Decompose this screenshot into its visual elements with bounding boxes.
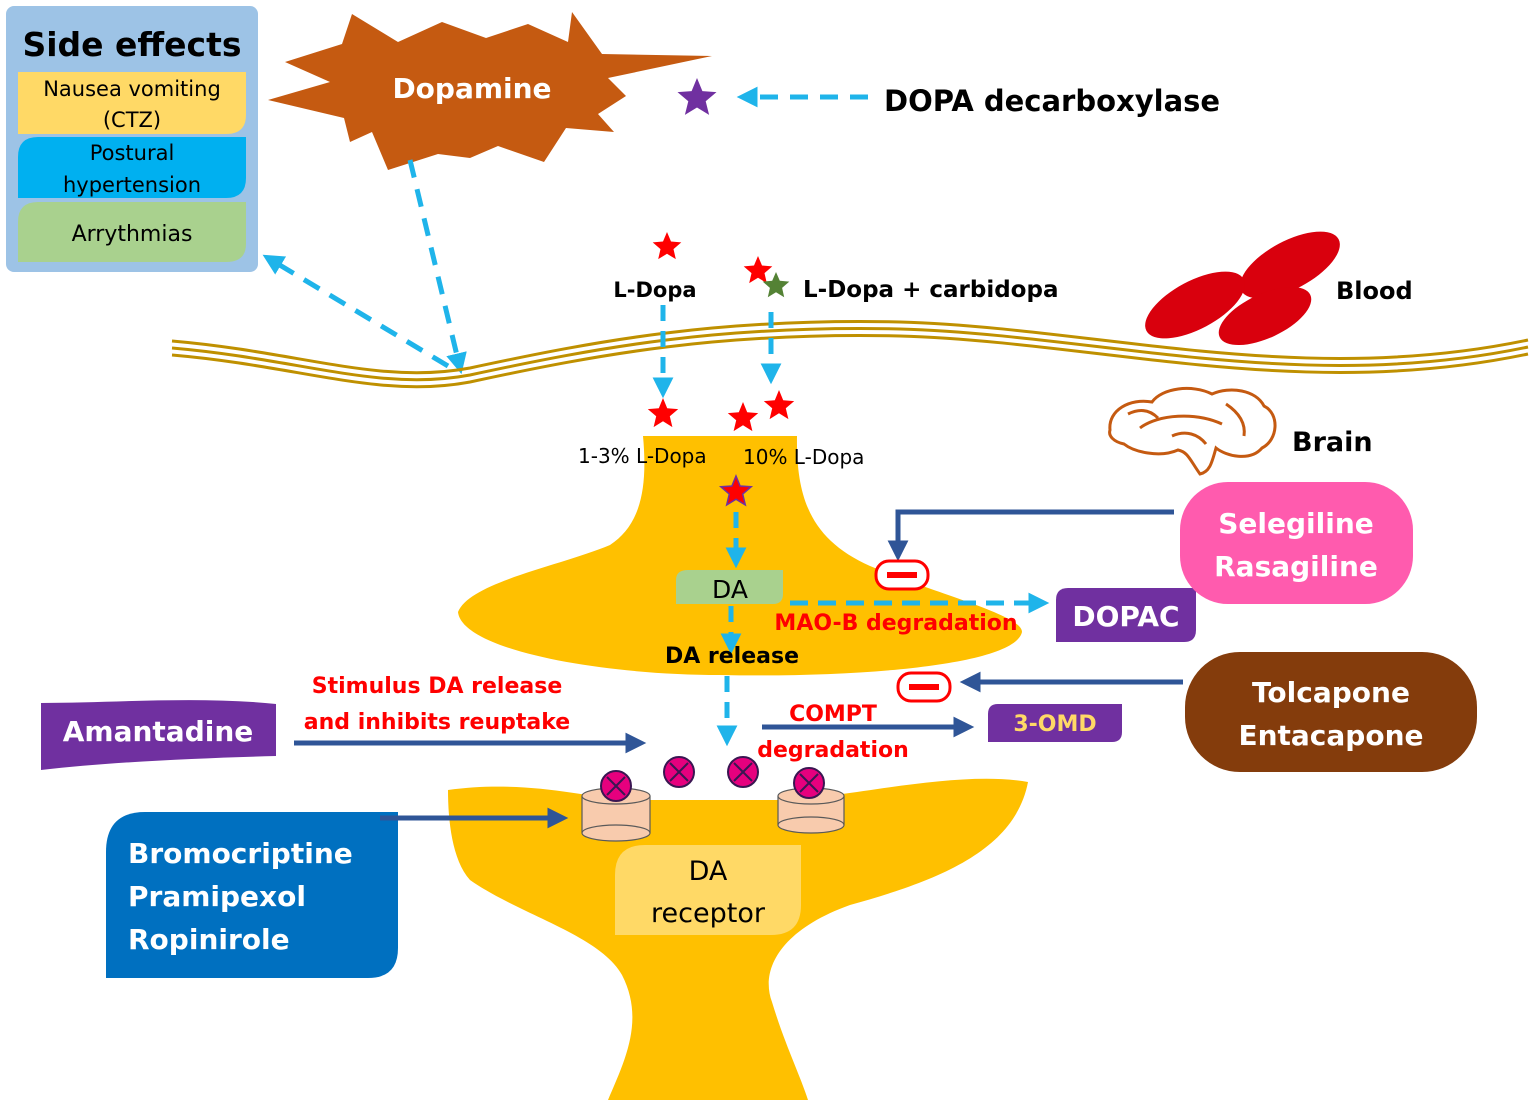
side-effect-arrythmias-box: [18, 202, 246, 262]
side-effect-postural-line2: hypertension: [63, 173, 201, 197]
percent-1-3-value: 1-3%: [578, 444, 630, 468]
red-star-icon: [647, 398, 679, 428]
pramipexol-label: Pramipexol: [128, 880, 306, 913]
stimulus-label-line1: Stimulus DA release: [312, 674, 563, 699]
percent-10-name: L-Dopa: [787, 445, 864, 469]
amantadine-banner: [41, 700, 276, 770]
side-effects-panel: Side effects Nausea vomiting (CTZ) Postu…: [6, 6, 258, 272]
selegiline-box: [1180, 482, 1413, 604]
selegiline-inhibition-arrow: [887, 509, 1174, 562]
brain-icon: [1108, 387, 1277, 476]
stimulus-label-line2: and inhibits reuptake: [304, 710, 570, 735]
dopamine-label: Dopamine: [392, 72, 551, 105]
brain-label: Brain: [1292, 427, 1373, 458]
percent-10-label: 10% L-Dopa: [743, 445, 864, 469]
da-receptor-line1: DA: [689, 856, 728, 887]
dopamine-molecule-icon: [793, 767, 825, 799]
mao-b-inhibition-icon: [874, 559, 930, 591]
da-receptor-right-icon: [777, 787, 845, 834]
side-effect-arrythmias-label: Arrythmias: [72, 222, 193, 247]
compt-label-line1: COMPT: [789, 702, 877, 727]
green-star-icon: [762, 272, 790, 298]
dopac-box: [1056, 588, 1196, 642]
dopac-label: DOPAC: [1072, 600, 1179, 633]
compt-inhibition-icon: [896, 671, 952, 703]
da-label: DA: [712, 575, 748, 604]
dopamine-molecule-icon: [727, 756, 759, 788]
omd-box: [988, 704, 1122, 742]
percent-1-3-label: 1-3% L-Dopa: [578, 444, 707, 468]
red-star-outlined-icon: [718, 474, 754, 507]
postsynaptic-neuron: [448, 778, 1028, 1100]
side-effect-nausea-line2: (CTZ): [103, 108, 161, 132]
da-release-label: DA release: [665, 644, 799, 669]
bromocriptine-label: Bromocriptine: [128, 837, 353, 870]
mao-b-label: MAO-B degradation: [774, 611, 1017, 636]
l-dopa-label: L-Dopa: [613, 278, 696, 302]
blood-brain-barrier: [171, 320, 1529, 389]
da-receptor-left-icon: [581, 787, 651, 842]
side-effect-nausea-line1: Nausea vomiting: [43, 77, 221, 101]
l-dopa-carbidopa-label: L-Dopa + carbidopa: [803, 277, 1058, 303]
agonists-box: [106, 812, 398, 978]
blood-label: Blood: [1336, 277, 1413, 305]
da-receptor-line2: receptor: [651, 898, 766, 929]
red-star-icon: [652, 232, 682, 260]
tolcapone-label: Tolcapone: [1252, 676, 1410, 709]
da-receptor-box: [615, 845, 801, 935]
da-box: [676, 570, 783, 604]
tolcapone-box: [1185, 652, 1477, 772]
dopamine-burst: Dopamine: [268, 12, 712, 170]
purple-star-icon: [677, 78, 717, 115]
presynaptic-neuron: [458, 436, 1022, 676]
side-effects-title: Side effects: [22, 25, 241, 64]
dopa-decarboxylase-label: DOPA decarboxylase: [884, 84, 1220, 118]
dopamine-molecule-icon: [663, 756, 695, 788]
dopamine-to-membrane-arrow: [407, 159, 467, 375]
ropinirole-label: Ropinirole: [128, 923, 290, 956]
membrane-to-side-effects-arrow: [262, 254, 450, 369]
compt-label-line2: degradation: [757, 738, 909, 763]
side-effect-postural-box: [18, 137, 246, 198]
red-star-icon: [763, 390, 795, 420]
amantadine-label: Amantadine: [63, 715, 254, 748]
red-star-icon: [743, 256, 773, 284]
percent-10-value: 10%: [743, 445, 787, 469]
rasagiline-label: Rasagiline: [1214, 550, 1378, 583]
percent-1-3-name: L-Dopa: [630, 444, 707, 468]
side-effect-postural-line1: Postural: [90, 141, 175, 165]
omd-label: 3-OMD: [1013, 712, 1096, 737]
selegiline-label: Selegiline: [1218, 507, 1374, 540]
entacapone-label: Entacapone: [1238, 719, 1423, 752]
side-effect-nausea-box: [18, 72, 246, 134]
dopamine-molecule-icon: [600, 770, 632, 802]
red-star-icon: [727, 402, 759, 432]
red-blood-cells-icon: [1145, 231, 1340, 346]
